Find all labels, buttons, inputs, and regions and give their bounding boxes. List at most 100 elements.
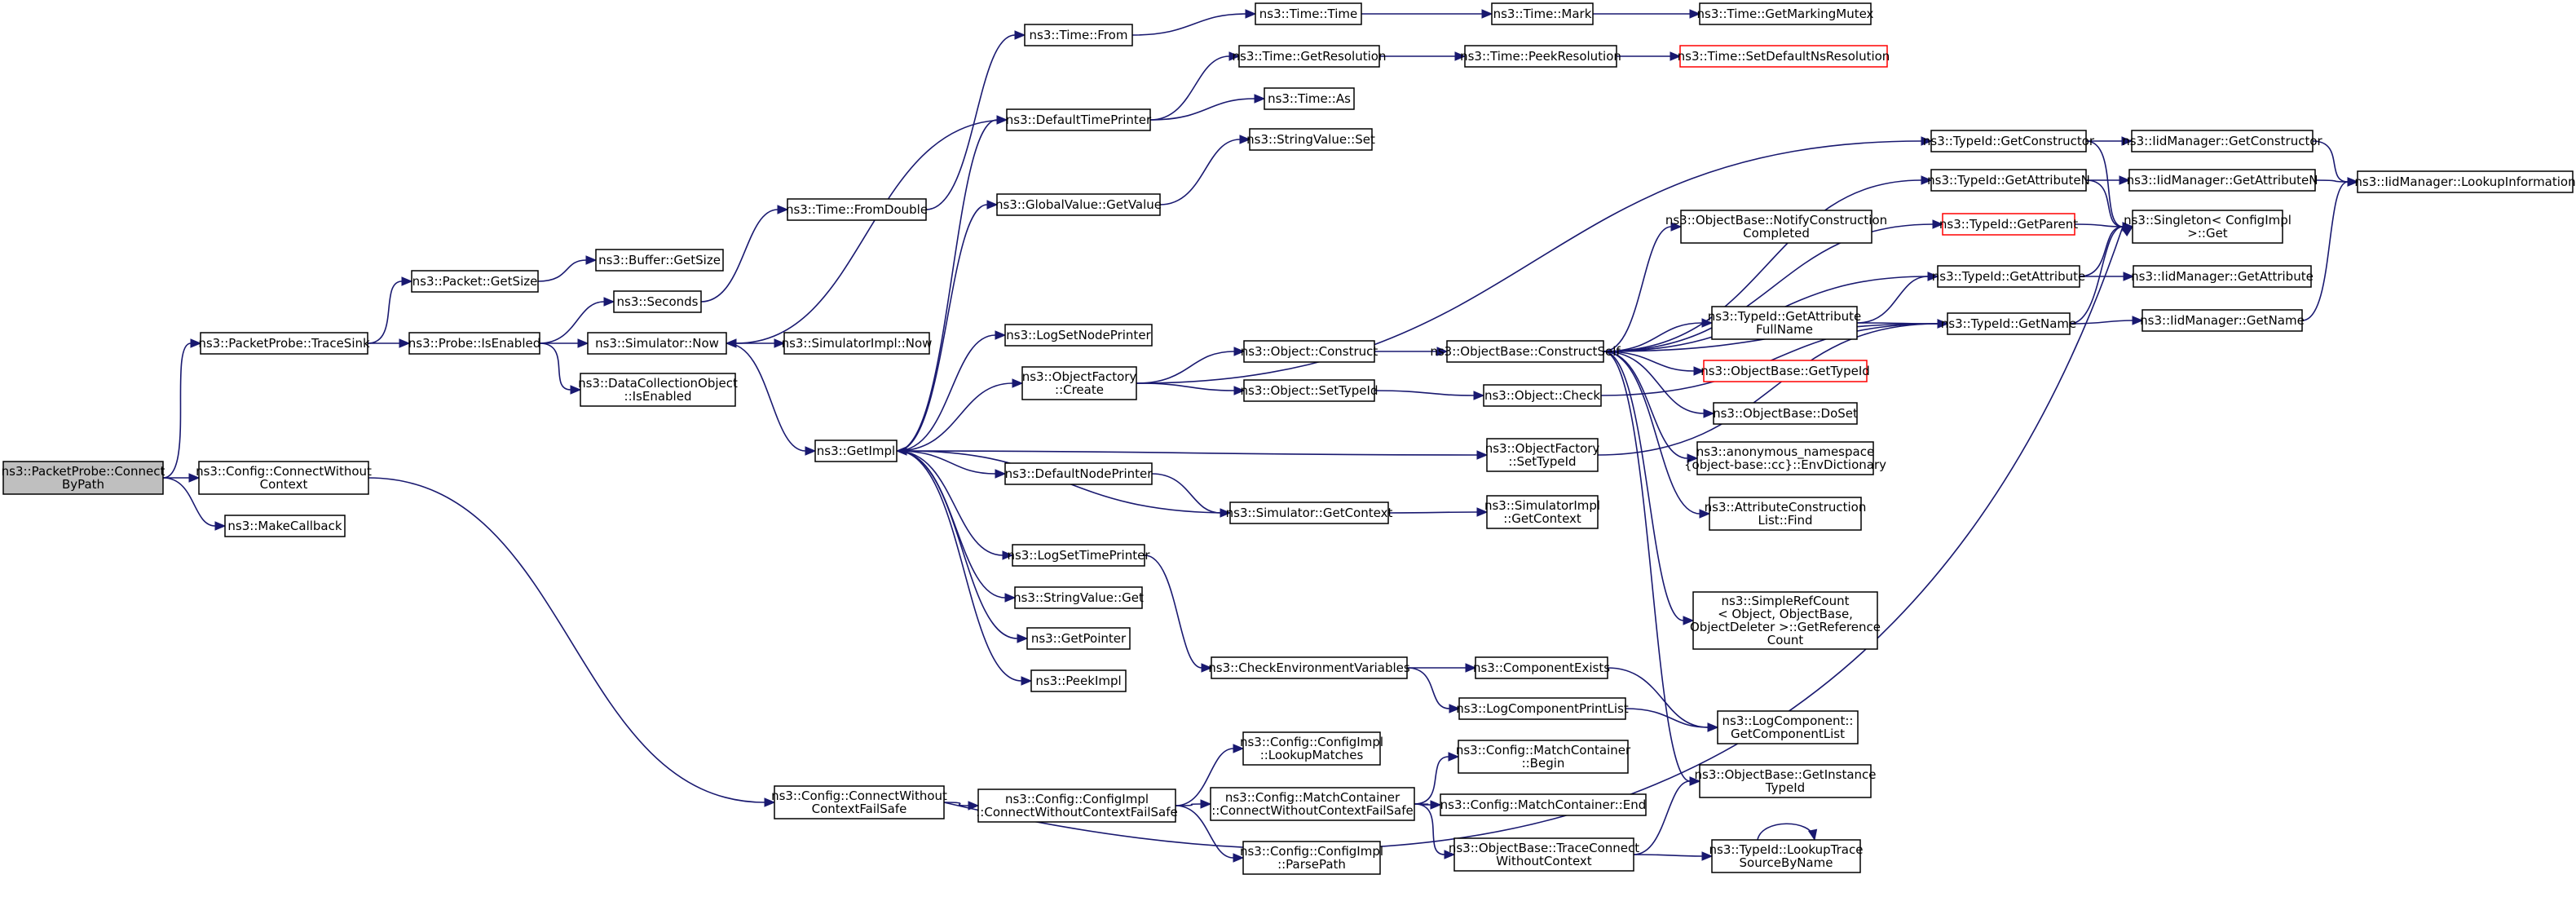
node-deftimeprinter[interactable]: ns3::DefaultTimePrinter xyxy=(1006,108,1152,131)
node-time_from[interactable]: ns3::Time::From xyxy=(1024,24,1133,46)
node-gv_getvalue[interactable]: ns3::GlobalValue::GetValue xyxy=(995,193,1162,216)
edge-checkenv-to-compexists xyxy=(1406,663,1477,673)
node-lognodeprinter[interactable]: ns3::LogSetNodePrinter xyxy=(1004,324,1153,347)
node-box xyxy=(1696,441,1874,475)
node-ob_doset[interactable]: ns3::ObjectBase::DoSet xyxy=(1713,402,1858,425)
node-mc_cwcfs[interactable]: ns3::Config::MatchContainer::ConnectWith… xyxy=(1210,787,1415,821)
node-strval_get[interactable]: ns3::StringValue::Get xyxy=(1013,586,1144,609)
node-fromdouble[interactable]: ns3::Time::FromDouble xyxy=(786,198,928,221)
edge-arrowhead xyxy=(1481,9,1493,19)
edge-path xyxy=(1600,323,1939,396)
node-seconds[interactable]: ns3::Seconds xyxy=(613,290,702,313)
node-of_create[interactable]: ns3::ObjectFactory::Create xyxy=(1021,366,1137,400)
node-label-line: ns3::GetImpl xyxy=(817,444,895,458)
node-logtimeprinter[interactable]: ns3::LogSetTimePrinter xyxy=(1007,544,1150,567)
edge-arrowhead xyxy=(577,338,589,348)
node-time_time[interactable]: ns3::Time::Time xyxy=(1255,2,1362,25)
node-box xyxy=(1679,45,1888,68)
node-defnodeprinter[interactable]: ns3::DefaultNodePrinter xyxy=(1004,462,1153,485)
edge-ob_constructself-to-ob_doset xyxy=(1603,351,1715,418)
node-sim_getctx[interactable]: ns3::Simulator::GetContext xyxy=(1226,501,1393,524)
node-iid_getname[interactable]: ns3::IidManager::GetName xyxy=(2140,309,2305,332)
node-label-line: ns3::Time::FromDouble xyxy=(786,202,928,217)
edge-arrowhead xyxy=(585,255,598,265)
node-cfg_cwc[interactable]: ns3::Config::ConnectWithoutContext xyxy=(196,461,372,495)
node-label-line: ns3::anonymous_namespace xyxy=(1696,444,1874,460)
node-ob_notify[interactable]: ns3::ObjectBase::NotifyConstructionCompl… xyxy=(1665,210,1887,244)
node-checkenv[interactable]: ns3::CheckEnvironmentVariables xyxy=(1208,656,1410,679)
node-tid_getattrn[interactable]: ns3::TypeId::GetAttributeN xyxy=(1927,169,2090,192)
node-iid_lookupinfo[interactable]: ns3::IidManager::LookupInformation xyxy=(2354,170,2576,193)
node-makecb[interactable]: ns3::MakeCallback xyxy=(224,515,346,537)
edge-of_create-to-obj_construct xyxy=(1136,347,1246,384)
node-obj_settypeid[interactable]: ns3::Object::SetTypeId xyxy=(1241,379,1378,402)
node-cfgimpl_parse[interactable]: ns3::Config::ConfigImpl::ParsePath xyxy=(1240,841,1383,875)
node-mc_end[interactable]: ns3::Config::MatchContainer::End xyxy=(1440,793,1647,816)
node-tid_getattr[interactable]: ns3::TypeId::GetAttribute xyxy=(1932,265,2085,288)
node-time_setdef[interactable]: ns3::Time::SetDefaultNsResolution xyxy=(1678,45,1890,68)
node-label-line: ns3::Singleton< ConfigImpl xyxy=(2124,213,2291,228)
node-dco_isenabled[interactable]: ns3::DataCollectionObject::IsEnabled xyxy=(578,373,738,407)
node-time_gmm[interactable]: ns3::Time::GetMarkingMutex xyxy=(1697,2,1874,25)
node-compexists[interactable]: ns3::ComponentExists xyxy=(1473,656,1610,679)
node-time_getres[interactable]: ns3::Time::GetResolution xyxy=(1233,45,1387,68)
node-tid_getctor[interactable]: ns3::TypeId::GetConstructor xyxy=(1923,130,2095,152)
edge-tid_getname-to-singleton_get xyxy=(2069,222,2134,325)
node-logcompprint[interactable]: ns3::LogComponentPrintList xyxy=(1456,697,1629,720)
node-label-line: ::IsEnabled xyxy=(624,389,692,404)
node-label-line: {object-base::cc}::EnvDictionary xyxy=(1684,457,1886,472)
node-of_settypeid[interactable]: ns3::ObjectFactory::SetTypeId xyxy=(1485,438,1600,472)
node-obj_construct[interactable]: ns3::Object::Construct xyxy=(1241,340,1378,363)
edge-arrowhead xyxy=(1448,752,1460,762)
node-box xyxy=(1709,497,1862,531)
edge-path xyxy=(1603,179,1922,352)
edge-arrowhead xyxy=(1200,799,1212,809)
node-iid_getattr[interactable]: ns3::IidManager::GetAttribute xyxy=(2131,265,2314,288)
node-simimpl_getctx[interactable]: ns3::SimulatorImpl::GetContext xyxy=(1484,495,1600,529)
node-logcomp_getlist[interactable]: ns3::LogComponent::GetComponentList xyxy=(1717,710,1859,744)
node-label-line: ns3::IidManager::LookupInformation xyxy=(2354,174,2575,189)
edge-isenabled-to-seconds xyxy=(539,297,615,344)
node-getpointer[interactable]: ns3::GetPointer xyxy=(1026,627,1131,650)
node-strval_set[interactable]: ns3::StringValue::Set xyxy=(1246,128,1375,151)
node-peekimpl[interactable]: ns3::PeekImpl xyxy=(1030,669,1127,692)
edge-path xyxy=(2079,226,2124,277)
node-isenabled[interactable]: ns3::Probe::IsEnabled xyxy=(408,332,540,355)
node-cfg_cwcfs[interactable]: ns3::Config::ConnectWithoutContextFailSa… xyxy=(771,785,947,819)
node-time_as[interactable]: ns3::Time::As xyxy=(1264,87,1355,110)
node-iid_getattrn[interactable]: ns3::IidManager::GetAttributeN xyxy=(2127,169,2318,192)
node-envdict[interactable]: ns3::anonymous_namespace{object-base::cc… xyxy=(1684,441,1886,475)
node-tracesink[interactable]: ns3::PacketProbe::TraceSink xyxy=(198,332,370,355)
node-ob_tcwc[interactable]: ns3::ObjectBase::TraceConnectWithoutCont… xyxy=(1449,837,1639,872)
node-simimpl_now[interactable]: ns3::SimulatorImpl::Now xyxy=(782,332,933,355)
node-singleton_get[interactable]: ns3::Singleton< ConfigImpl>::Get xyxy=(2124,210,2291,244)
node-srefcount[interactable]: ns3::SimpleRefCount< Object, ObjectBase,… xyxy=(1690,591,1881,650)
edge-arrowhead xyxy=(1701,851,1714,861)
node-time_peekres[interactable]: ns3::Time::PeekResolution xyxy=(1460,45,1621,68)
node-label-line: ns3::PacketProbe::TraceSink xyxy=(198,336,370,351)
node-getimpl[interactable]: ns3::GetImpl xyxy=(814,440,898,462)
edge-getimpl-to-logtimeprinter xyxy=(896,450,1014,560)
node-ob_gettypeid[interactable]: ns3::ObjectBase::GetTypeId xyxy=(1700,360,1870,382)
node-box xyxy=(1243,379,1375,402)
node-cfgimpl_lookup[interactable]: ns3::Config::ConfigImpl::LookupMatches xyxy=(1240,731,1383,766)
node-obj_check[interactable]: ns3::Object::Check xyxy=(1483,384,1602,407)
edge-arrowhead xyxy=(1703,409,1715,418)
node-getsize[interactable]: ns3::Packet::GetSize xyxy=(411,270,539,293)
node-label-line: ns3::LogSetTimePrinter xyxy=(1007,548,1150,563)
node-buf_getsize[interactable]: ns3::Buffer::GetSize xyxy=(595,249,724,272)
node-sim_now[interactable]: ns3::Simulator::Now xyxy=(587,332,727,355)
node-mc_begin[interactable]: ns3::Config::MatchContainer::Begin xyxy=(1456,740,1631,774)
node-iid_getctor[interactable]: ns3::IidManager::GetConstructor xyxy=(2122,130,2323,152)
node-tid_getparent[interactable]: ns3::TypeId::GetParent xyxy=(1939,213,2078,236)
edge-arrowhead xyxy=(1233,386,1246,395)
node-ob_constructself[interactable]: ns3::ObjectBase::ConstructSelf xyxy=(1430,340,1621,363)
node-tid_getname[interactable]: ns3::TypeId::GetName xyxy=(1941,312,2076,335)
node-time_mark[interactable]: ns3::Time::Mark xyxy=(1491,2,1594,25)
node-cfgimpl_cwcfs[interactable]: ns3::Config::ConfigImpl::ConnectWithoutC… xyxy=(976,789,1178,823)
